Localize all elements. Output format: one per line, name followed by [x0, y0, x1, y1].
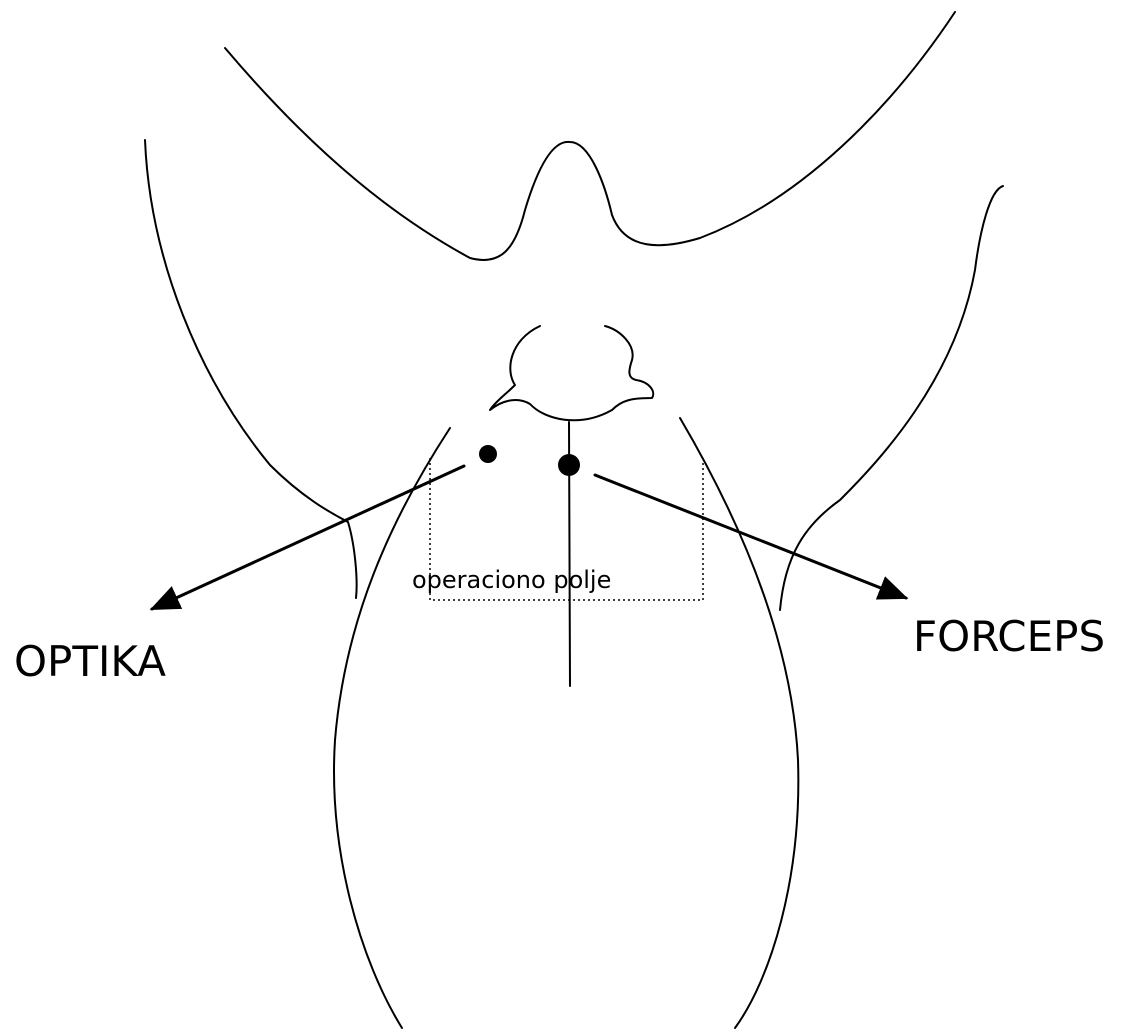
upper-body-outline [225, 12, 955, 260]
operative-field-label: operaciono polje [412, 566, 611, 594]
optika-label: OPTIKA [14, 637, 166, 686]
right-leg-outline [680, 418, 798, 1028]
right-flank-outline [780, 186, 1003, 610]
optika-port-dot [479, 445, 497, 463]
forceps-arrow [595, 475, 906, 598]
anal-outline [490, 326, 653, 420]
forceps-label: FORCEPS [913, 612, 1105, 661]
forceps-port-dot [558, 454, 580, 476]
